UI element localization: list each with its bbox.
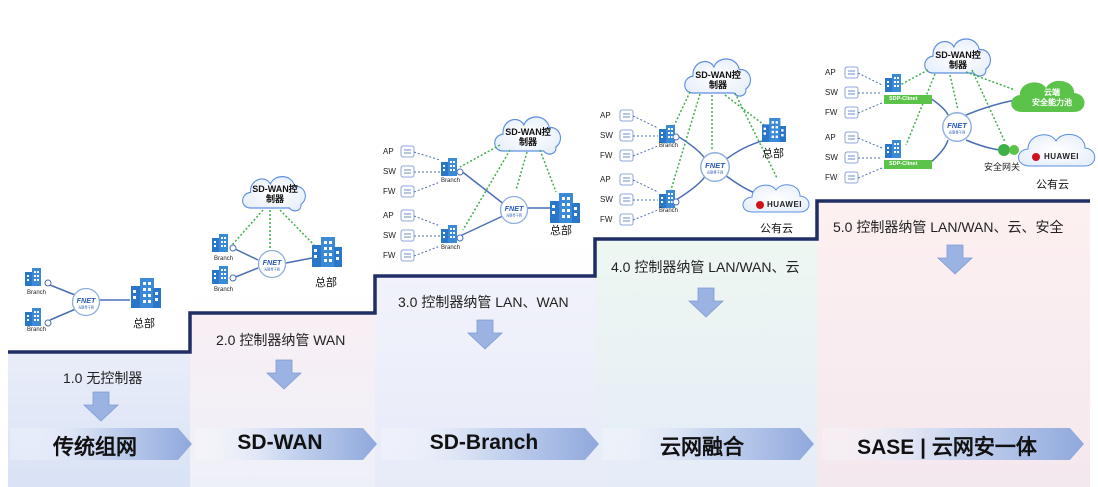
stage-4-branch-label-1: Branch <box>659 143 679 149</box>
stage-5-controller-label: SD-WAN控 制器 <box>935 50 981 70</box>
stage-5-huawei-logo: HUAWEI <box>1044 152 1079 161</box>
stage-3-branch-label-2: Branch <box>441 245 461 251</box>
stage-2-diagram <box>212 175 342 284</box>
stage-5-sdp-clinet-label-1: SDP-Clinet <box>889 96 918 102</box>
stage-4-huawei-logo: HUAWEI <box>767 200 802 209</box>
stage-4-diagram <box>619 58 810 226</box>
stage-5-public-cloud-label: 公有云 <box>1036 179 1069 191</box>
stage-2-branch-label-1: Branch <box>214 256 234 262</box>
stage-4-branch-label-2: Branch <box>659 208 679 214</box>
stage-3-sw-label-1: SW <box>383 167 396 176</box>
stage-4-public-cloud-label: 公有云 <box>760 223 793 235</box>
title-arrow-2 <box>195 428 377 460</box>
stage-5-sdp-clinet-label-2: SDP-Clinet <box>889 161 918 167</box>
down-arrow-3 <box>466 319 504 350</box>
stage-3-fw-label-2: FW <box>383 251 396 260</box>
stage-4-title: 云网融合 <box>660 436 744 459</box>
stage-2-title: SD-WAN <box>237 431 323 454</box>
stage-5-ap-label-2: AP <box>825 133 836 142</box>
down-arrow-1 <box>82 391 120 422</box>
stage-3-branch-label-1: Branch <box>441 178 461 184</box>
stage-4-fw-label-2: FW <box>600 215 613 224</box>
stage-3-fw-label-1: FW <box>383 187 396 196</box>
stage-1-description: 1.0 无控制器 <box>63 370 143 386</box>
stage-5-security-gateway-label: 安全网关 <box>984 162 1021 172</box>
down-arrow-4 <box>687 287 725 318</box>
stage-4-description: 4.0 控制器纳管 LAN/WAN、云 <box>611 259 800 275</box>
stage-3-title: SD-Branch <box>429 431 539 454</box>
stage-5-cloud-security-label: 云端 安全能力池 <box>1032 88 1072 107</box>
stage-3-controller-label: SD-WAN控 制器 <box>505 127 551 147</box>
title-arrow-3 <box>381 428 599 460</box>
stage-1-diagram <box>25 268 161 327</box>
title-arrow-1 <box>10 428 192 460</box>
down-arrow-5 <box>936 244 974 275</box>
stage-5-description: 5.0 控制器纳管 LAN/WAN、云、安全 <box>833 219 1064 235</box>
stage-5-fw-label-2: FW <box>825 173 838 182</box>
stage-1-branch-label-2: Branch <box>27 327 47 333</box>
stage-2-branch-label-2: Branch <box>214 287 234 293</box>
stage-2-hq-label: 总部 <box>315 277 337 289</box>
stage-5-sw-label-1: SW <box>825 88 838 97</box>
stage-3-ap-label-2: AP <box>383 211 394 220</box>
stage-3-hq-label: 总部 <box>550 225 572 237</box>
stage-4-ap-label-2: AP <box>600 175 611 184</box>
stage-5-diagram <box>844 38 1096 184</box>
down-arrow-2 <box>265 359 303 390</box>
stage-4-hq-label: 总部 <box>762 148 784 160</box>
stage-4-fw-label-1: FW <box>600 151 613 160</box>
stage-4-ap-label-1: AP <box>600 111 611 120</box>
stage-4-sw-label-1: SW <box>600 131 613 140</box>
stage-3-sw-label-2: SW <box>383 231 396 240</box>
stage-5-fw-label-1: FW <box>825 108 838 117</box>
stage-4-sw-label-2: SW <box>600 195 613 204</box>
stage-5-sw-label-2: SW <box>825 153 838 162</box>
stage-1-hq-label: 总部 <box>133 318 155 330</box>
title-arrow-5 <box>822 428 1084 460</box>
stage-3-ap-label-1: AP <box>383 147 394 156</box>
stage-3-diagram <box>400 116 580 262</box>
stage-5-ap-label-1: AP <box>825 68 836 77</box>
stage-2-controller-label: SD-WAN控 制器 <box>252 184 298 204</box>
stage-4-controller-label: SD-WAN控 制器 <box>695 70 741 90</box>
stage-2-description: 2.0 控制器纳管 WAN <box>216 332 346 348</box>
stage-3-description: 3.0 控制器纳管 LAN、WAN <box>398 294 569 310</box>
stage-1-title: 传统组网 <box>53 436 137 459</box>
stage-1-branch-label-1: Branch <box>27 290 47 296</box>
step-line <box>8 199 1090 354</box>
stage-5-title: SASE | 云网安一体 <box>857 436 1037 459</box>
title-arrow-4 <box>602 428 814 460</box>
